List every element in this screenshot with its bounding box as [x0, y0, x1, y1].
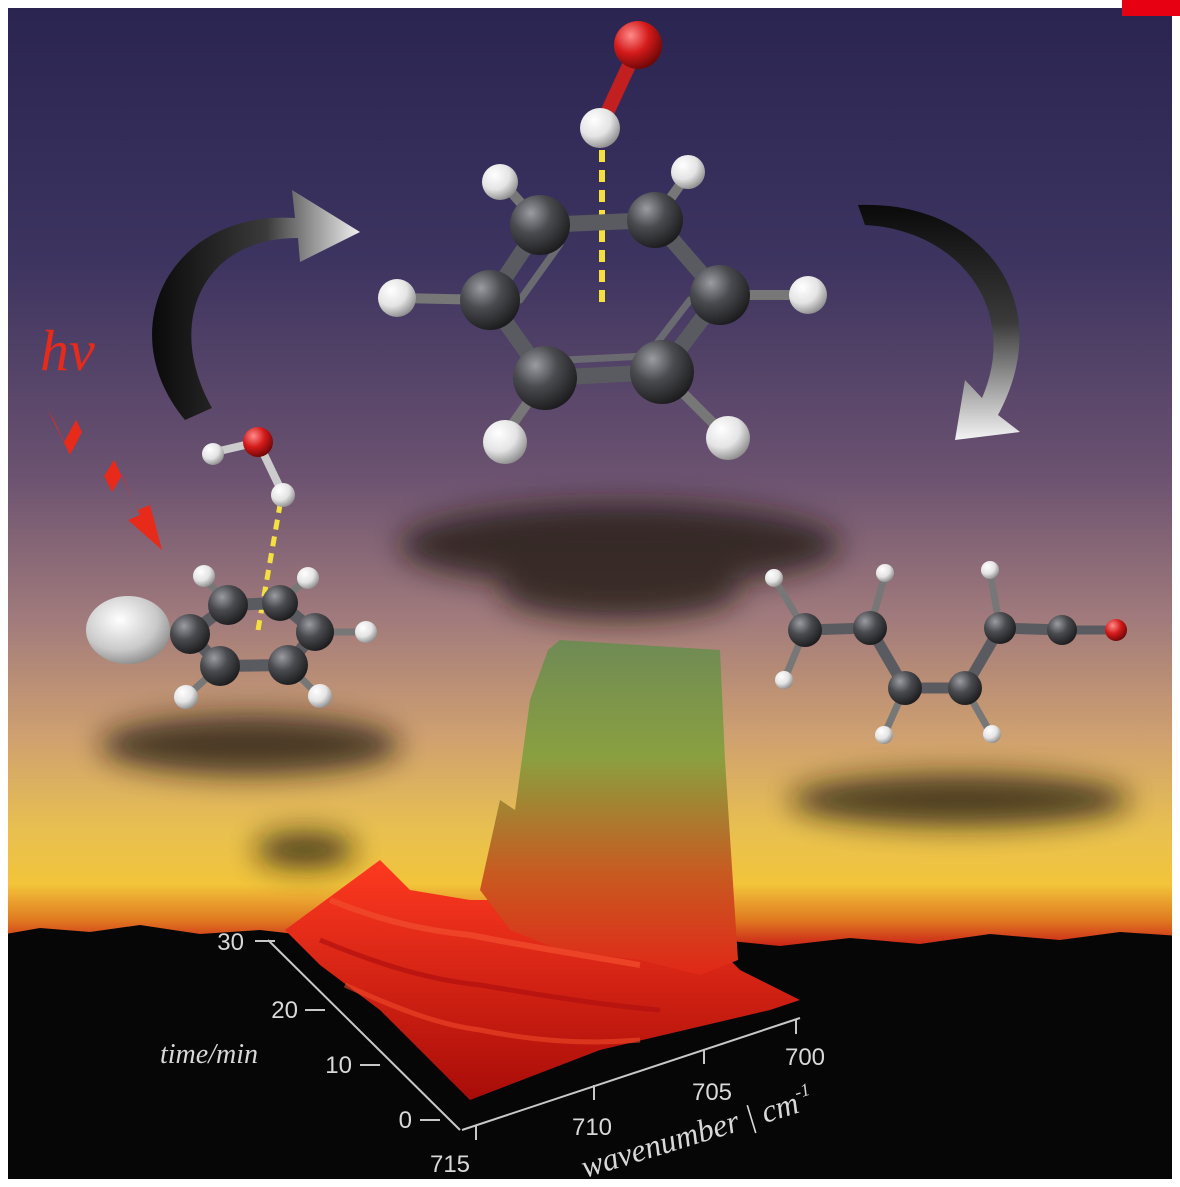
water-benzene-complex-top [378, 21, 827, 464]
molecule-shadows [100, 503, 1130, 868]
wavenumber-tick-705: 705 [692, 1079, 732, 1106]
wavenumber-axis-ticks: 715 710 705 700 [430, 1044, 825, 1178]
chain-product-molecule [765, 561, 1127, 744]
surface-benzene-water-complex [86, 427, 377, 709]
mountain-silhouette [0, 925, 1180, 1187]
photon-zigzag-arrow-icon [48, 410, 162, 550]
wavenumber-tick-710: 710 [572, 1114, 612, 1141]
ir-spectrum-3d-surface [285, 640, 800, 1100]
corner-tab [1122, 0, 1180, 16]
time-tick-20: 20 [271, 997, 298, 1024]
time-tick-10: 10 [325, 1052, 352, 1079]
wavenumber-tick-715: 715 [430, 1151, 470, 1178]
time-axis-label: time/min [160, 1039, 258, 1070]
photon-label: hν [40, 318, 95, 383]
wavenumber-tick-700: 700 [785, 1044, 825, 1071]
time-tick-30: 30 [217, 929, 244, 956]
curved-arrow-left-icon [152, 190, 360, 420]
time-axis [255, 939, 801, 1140]
time-axis-ticks: 30 20 10 0 [217, 929, 412, 1134]
time-tick-0: 0 [399, 1107, 412, 1134]
curved-arrow-right-icon [858, 204, 1020, 440]
